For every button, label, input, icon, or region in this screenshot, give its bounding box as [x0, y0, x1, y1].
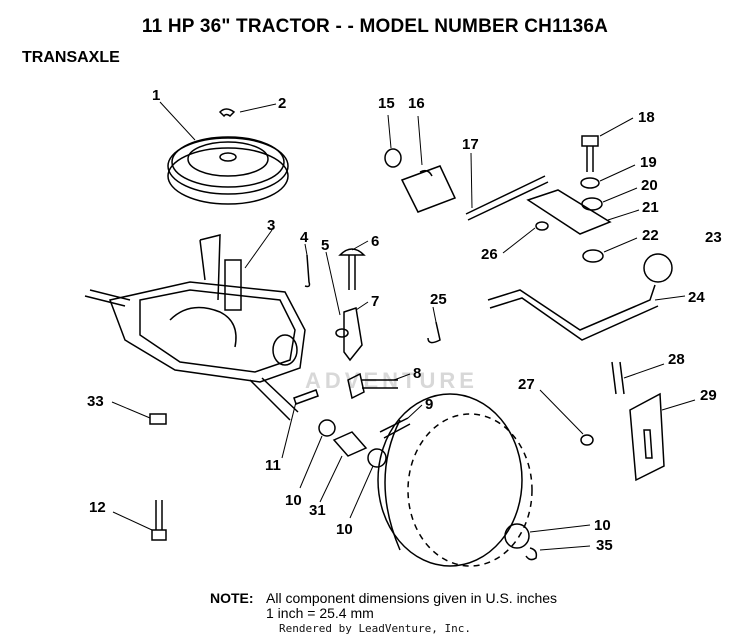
bolt-part: [581, 135, 599, 172]
note-label: NOTE:: [210, 590, 254, 606]
callout-number: 7: [371, 293, 380, 310]
callout-number: 18: [638, 109, 655, 126]
callout-number: 4: [300, 229, 309, 246]
washer-part: [580, 177, 600, 189]
nut-part: [580, 434, 594, 446]
callout-number: 19: [640, 154, 657, 171]
nut-part: [535, 221, 549, 231]
note-line-1: All component dimensions given in U.S. i…: [266, 590, 558, 606]
spring-pin-part: [379, 417, 411, 439]
callout-number: 1: [152, 87, 161, 104]
long-bolt-part: [151, 500, 167, 541]
axle-key-part: [293, 389, 319, 405]
note-line-2: 1 inch = 25.4 mm: [266, 605, 374, 621]
callout-number: 9: [425, 396, 434, 413]
callout-number: 29: [700, 387, 717, 404]
washer-part: [318, 419, 336, 437]
pin-part: [304, 254, 311, 288]
callout-number: 22: [642, 227, 659, 244]
key-part: [218, 108, 236, 118]
washer-part: [581, 197, 603, 211]
section-title: TRANSAXLE: [22, 49, 120, 66]
callout-number: 26: [481, 246, 498, 263]
shift-rod-part: [487, 284, 659, 341]
page-title: 11 HP 36" TRACTOR - - MODEL NUMBER CH113…: [141, 16, 609, 37]
e-ring-part: [525, 547, 538, 561]
callout-number: 5: [321, 237, 330, 254]
callout-number: 24: [688, 289, 705, 306]
callout-number: 17: [462, 136, 479, 153]
knob-part: [643, 253, 673, 283]
spacer-part: [332, 431, 368, 457]
callout-number: 31: [309, 502, 326, 519]
callout-number: 35: [596, 537, 613, 554]
mount-bracket-part: [400, 165, 457, 213]
callout-number: 10: [336, 521, 353, 538]
callout-number: 2: [278, 95, 287, 112]
callout-number: 20: [641, 177, 658, 194]
pulley-part: [167, 136, 289, 205]
carriage-bolt-part: [338, 248, 366, 290]
washer-part: [504, 523, 530, 549]
callout-number: 33: [87, 393, 104, 410]
transaxle-body: [84, 234, 306, 421]
callout-number: 11: [265, 457, 281, 474]
link-plate-part: [526, 189, 612, 235]
callout-number: 10: [594, 517, 611, 534]
spring-part: [611, 361, 625, 395]
callout-number: 15: [378, 95, 395, 112]
callout-number: 28: [668, 351, 685, 368]
cotter-pin-part: [427, 321, 441, 344]
callout-number: 6: [371, 233, 380, 250]
washer-part: [367, 448, 387, 468]
hex-bolt-part: [347, 372, 398, 400]
callout-number: 10: [285, 492, 302, 509]
wheel-part: [377, 393, 533, 567]
washer-part: [335, 328, 349, 338]
callout-number: 25: [430, 291, 447, 308]
callout-number: 27: [518, 376, 535, 393]
rod-part: [465, 175, 549, 221]
credit-footer: Rendered by LeadVenture, Inc.: [278, 622, 472, 635]
callout-number: 8: [413, 365, 422, 382]
callout-number: 3: [267, 217, 276, 234]
plate-part: [629, 392, 665, 482]
washer-part: [384, 148, 402, 168]
callout-number: 21: [642, 199, 659, 216]
washer-part: [582, 249, 604, 263]
dimension-note: NOTE: All component dimensions given in U…: [210, 591, 557, 621]
bracket-part: [343, 307, 363, 362]
nut-part: [149, 413, 167, 425]
callout-number: 23: [705, 229, 722, 246]
callout-number: 12: [89, 499, 106, 516]
callout-number: 16: [408, 95, 425, 112]
